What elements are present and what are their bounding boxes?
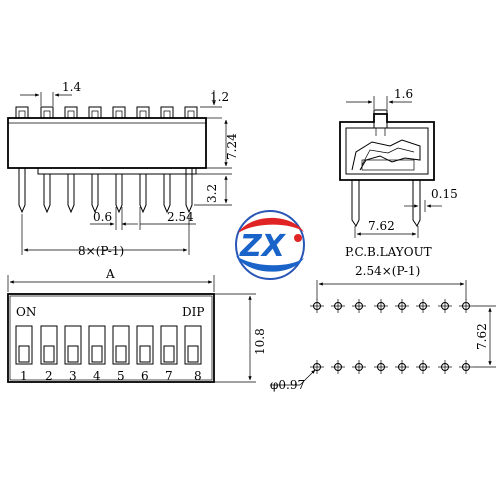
logo-dot (294, 234, 302, 242)
switch-number-4: 4 (93, 369, 101, 383)
front-pitch-top-label: 1.4 (62, 80, 81, 94)
front-pin-height-label: 3.2 (205, 184, 219, 203)
logo-ring (235, 210, 305, 280)
switch-number-7: 7 (165, 369, 173, 383)
front-body-height-label: 7.24 (225, 133, 239, 160)
logo-red-arc (238, 217, 304, 233)
top-switches (15, 325, 202, 365)
front-body (7, 117, 207, 169)
front-view: 1.4 1.2 7.24 3.2 0.6 2.54 8×(P-1) (7, 80, 239, 258)
pcb-pitch-label: 2.54×(P-1) (355, 264, 420, 278)
switch-number-6: 6 (141, 369, 149, 383)
pcb-title: P.C.B.LAYOUT (345, 245, 432, 259)
top-view: A ON DIP 1 2 3 4 5 6 7 8 10.8 (7, 267, 267, 383)
switch-5 (112, 325, 130, 365)
top-height-label: 10.8 (253, 328, 267, 355)
front-pitch-label: 2.54 (167, 210, 194, 224)
switch-7 (160, 325, 178, 365)
top-on-label: ON (16, 305, 36, 319)
side-view: 1.6 7.62 0.15 (339, 87, 458, 238)
logo-blue-arc (236, 256, 304, 272)
pcb-layout: P.C.B.LAYOUT 2.54×(P-1) (270, 245, 496, 392)
top-body (7, 293, 215, 383)
top-dip-label: DIP (182, 305, 204, 319)
front-pins (18, 168, 193, 214)
switch-4 (88, 325, 106, 365)
pcb-row-spacing-label: 7.62 (475, 323, 489, 350)
switch-3 (64, 325, 82, 365)
top-overall-label: A (105, 267, 115, 281)
switch-number-8: 8 (194, 369, 202, 383)
side-row-spacing-label: 7.62 (368, 219, 395, 233)
pcb-bottom-row (310, 360, 473, 374)
switch-1 (15, 325, 33, 365)
switch-number-1: 1 (20, 369, 28, 383)
switch-number-5: 5 (117, 369, 125, 383)
switch-6 (136, 325, 154, 365)
switch-2 (40, 325, 58, 365)
front-span-label: 8×(P-1) (78, 244, 124, 258)
side-thickness-label: 0.15 (431, 187, 458, 201)
front-pin-width-label: 0.6 (93, 210, 112, 224)
switch-number-3: 3 (69, 369, 77, 383)
front-actuators (15, 106, 198, 119)
logo-text: ZX (239, 229, 287, 264)
pcb-hole-diameter-label: φ0.97 (270, 378, 305, 392)
zx-logo: ZX (235, 210, 305, 280)
switch-8 (184, 325, 202, 365)
side-actuator-label: 1.6 (394, 87, 413, 101)
pcb-top-row (310, 299, 473, 313)
switch-number-2: 2 (45, 369, 53, 383)
front-height-top-label: 1.2 (210, 90, 229, 104)
